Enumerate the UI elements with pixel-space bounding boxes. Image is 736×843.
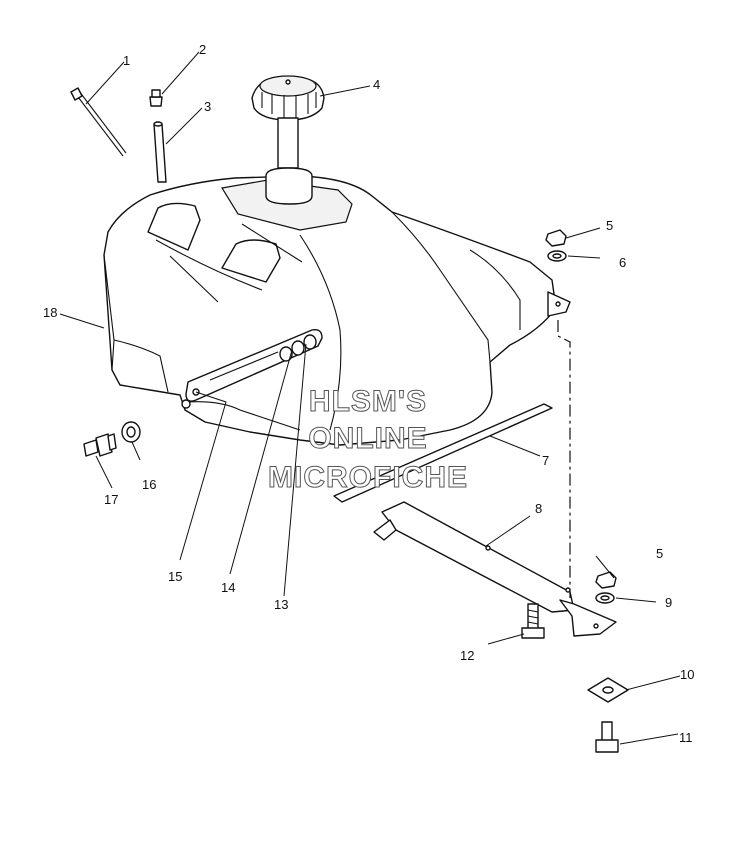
watermark: HLSM'S ONLINE MICROFICHE xyxy=(268,385,468,495)
callout-7: 7 xyxy=(542,453,549,468)
callout-5-upper: 5 xyxy=(606,218,613,233)
callout-12: 12 xyxy=(460,648,474,663)
part-11-bolt xyxy=(595,721,619,753)
callout-15: 15 xyxy=(168,569,182,584)
callout-3: 3 xyxy=(204,99,211,114)
callout-10: 10 xyxy=(680,667,694,682)
watermark-line-1: HLSM'S xyxy=(309,385,427,418)
part-2-fitting xyxy=(149,89,163,107)
part-12-bolt xyxy=(521,603,545,639)
part-4-fuel-cap xyxy=(251,75,325,169)
part-7-rubber-strip xyxy=(333,403,553,503)
watermark-line-3: MICROFICHE xyxy=(268,461,468,494)
watermark-line-2: ONLINE xyxy=(308,422,427,455)
part-17-fuel-fitting xyxy=(83,433,117,457)
callout-18: 18 xyxy=(43,305,57,320)
callout-6: 6 xyxy=(619,255,626,270)
callout-labels: 1 2 3 4 5 6 7 8 5 9 10 11 12 13 14 15 16… xyxy=(43,42,694,745)
callout-13: 13 xyxy=(274,597,288,612)
part-8-lower-bracket xyxy=(373,501,617,637)
part-9-washer xyxy=(595,592,615,604)
part-16-grommet xyxy=(121,421,141,443)
leader-lines xyxy=(59,51,681,745)
part-10-square-washer xyxy=(587,677,629,703)
callout-14: 14 xyxy=(221,580,235,595)
part-13-14-grommets xyxy=(279,334,317,362)
assembly-centerline xyxy=(557,320,571,598)
callout-16: 16 xyxy=(142,477,156,492)
callout-4: 4 xyxy=(373,77,380,92)
callout-1: 1 xyxy=(123,53,130,68)
callout-17: 17 xyxy=(104,492,118,507)
part-5-nut-upper xyxy=(545,229,567,247)
callout-8: 8 xyxy=(535,501,542,516)
part-5-nut-lower xyxy=(595,571,617,589)
callout-11: 11 xyxy=(679,730,693,745)
part-1-vent-hose xyxy=(70,87,127,157)
part-6-washer xyxy=(547,250,567,262)
callout-2: 2 xyxy=(199,42,206,57)
callout-5-lower: 5 xyxy=(656,546,663,561)
callout-9: 9 xyxy=(665,595,672,610)
part-3-tube xyxy=(153,121,167,183)
